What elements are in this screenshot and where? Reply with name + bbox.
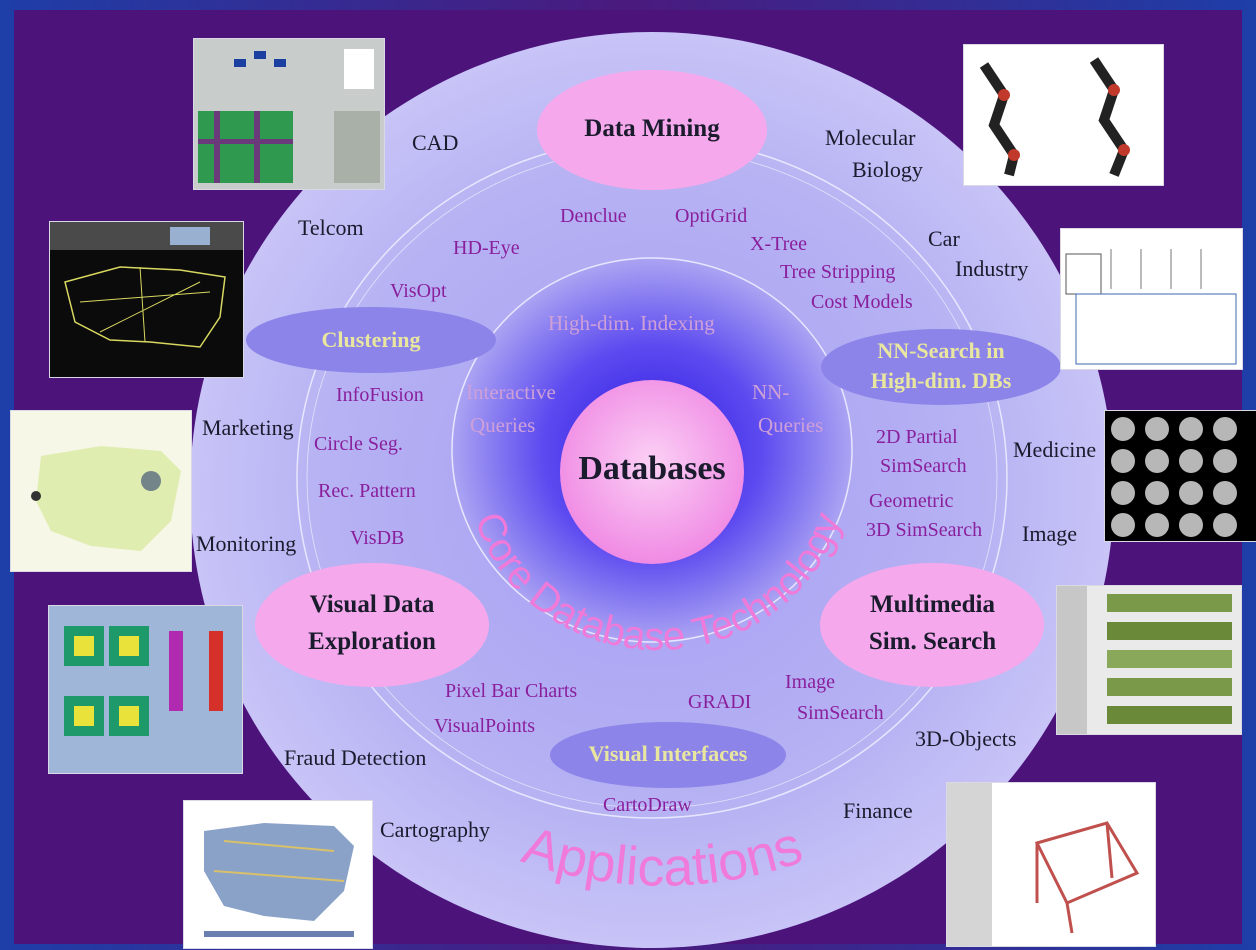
multimedia-node-line1: Multimedia [870, 591, 995, 618]
high-dim-indexing-label: High-dim. Indexing [548, 311, 715, 335]
interactive-queries-line2: Queries [470, 413, 536, 437]
nn-queries-line2: Queries [758, 413, 824, 437]
technique-rec-pattern: Rec. Pattern [318, 480, 416, 502]
data-mining-node: Data Mining [584, 115, 720, 142]
visual-exploration-node-line1: Visual Data [309, 591, 435, 618]
technique-2d-partial-line2: SimSearch [880, 455, 967, 477]
application-cartography: Cartography [380, 817, 490, 842]
technique-circle-seg: Circle Seg. [314, 433, 403, 455]
application-medicine: Medicine [1013, 437, 1097, 462]
technique-visualpoints: VisualPoints [434, 715, 536, 737]
technique-hd-eye: HD-Eye [453, 237, 520, 259]
technique-x-tree: X-Tree [750, 233, 808, 255]
cad-screenshot-thumbnail [193, 38, 385, 190]
image-search-thumbnail [1056, 585, 1242, 735]
technique-image-simsearch-line2: SimSearch [797, 702, 884, 724]
molecule-image-thumbnail [963, 44, 1164, 186]
technique-visdb: VisDB [350, 527, 405, 549]
application-finance: Finance [843, 798, 913, 823]
technique-cartodraw: CartoDraw [603, 794, 692, 816]
technique-infofusion: InfoFusion [336, 384, 424, 406]
application-image: Image [1022, 521, 1077, 546]
application-car-line2: Industry [955, 256, 1029, 281]
application-telcom: Telcom [298, 215, 364, 240]
application-molecular-line1: Molecular [825, 125, 916, 150]
3d-object-thumbnail [946, 782, 1156, 947]
medical-scans-thumbnail [1104, 410, 1256, 542]
technique-2d-partial-line1: 2D Partial [876, 426, 958, 448]
visual-interfaces-node: Visual Interfaces [588, 741, 748, 766]
us-density-map-thumbnail [10, 410, 192, 572]
nn-search-node-line1: NN-Search in [877, 338, 1005, 363]
application-monitoring: Monitoring [196, 531, 297, 556]
technique-pixel-bar-charts: Pixel Bar Charts [445, 680, 578, 702]
technique-geometric-line2: 3D SimSearch [866, 519, 983, 541]
pixel-visualization-thumbnail [48, 605, 243, 774]
nn-queries-line1: NN- [752, 380, 790, 404]
interactive-queries-line1: Interactive [466, 380, 556, 404]
center-databases: Databases [578, 450, 726, 487]
application-car-line1: Car [928, 226, 960, 251]
nn-search-node-line2: High-dim. DBs [870, 368, 1012, 393]
us-network-map-thumbnail [49, 221, 244, 378]
application-3d-objects: 3D-Objects [915, 726, 1017, 751]
multimedia-node-line2: Sim. Search [868, 628, 997, 655]
car-industry-chart-thumbnail [1060, 228, 1243, 370]
technique-optigrid: OptiGrid [675, 205, 748, 227]
application-molecular-line2: Biology [852, 157, 923, 182]
technique-visopt: VisOpt [390, 280, 447, 302]
technique-cost-models: Cost Models [811, 291, 913, 313]
technique-image-simsearch-line1: Image [785, 671, 835, 693]
technique-geometric-line1: Geometric [869, 490, 954, 512]
technique-gradi: GRADI [688, 691, 752, 713]
technique-tree-stripping: Tree Stripping [780, 261, 896, 283]
visual-exploration-node-line2: Exploration [308, 628, 436, 655]
technique-denclue: Denclue [560, 205, 627, 227]
application-fraud-detection: Fraud Detection [284, 745, 427, 770]
clustering-node: Clustering [321, 327, 421, 352]
application-marketing: Marketing [202, 415, 294, 440]
application-cad: CAD [412, 130, 459, 155]
cartography-map-thumbnail [183, 800, 373, 949]
